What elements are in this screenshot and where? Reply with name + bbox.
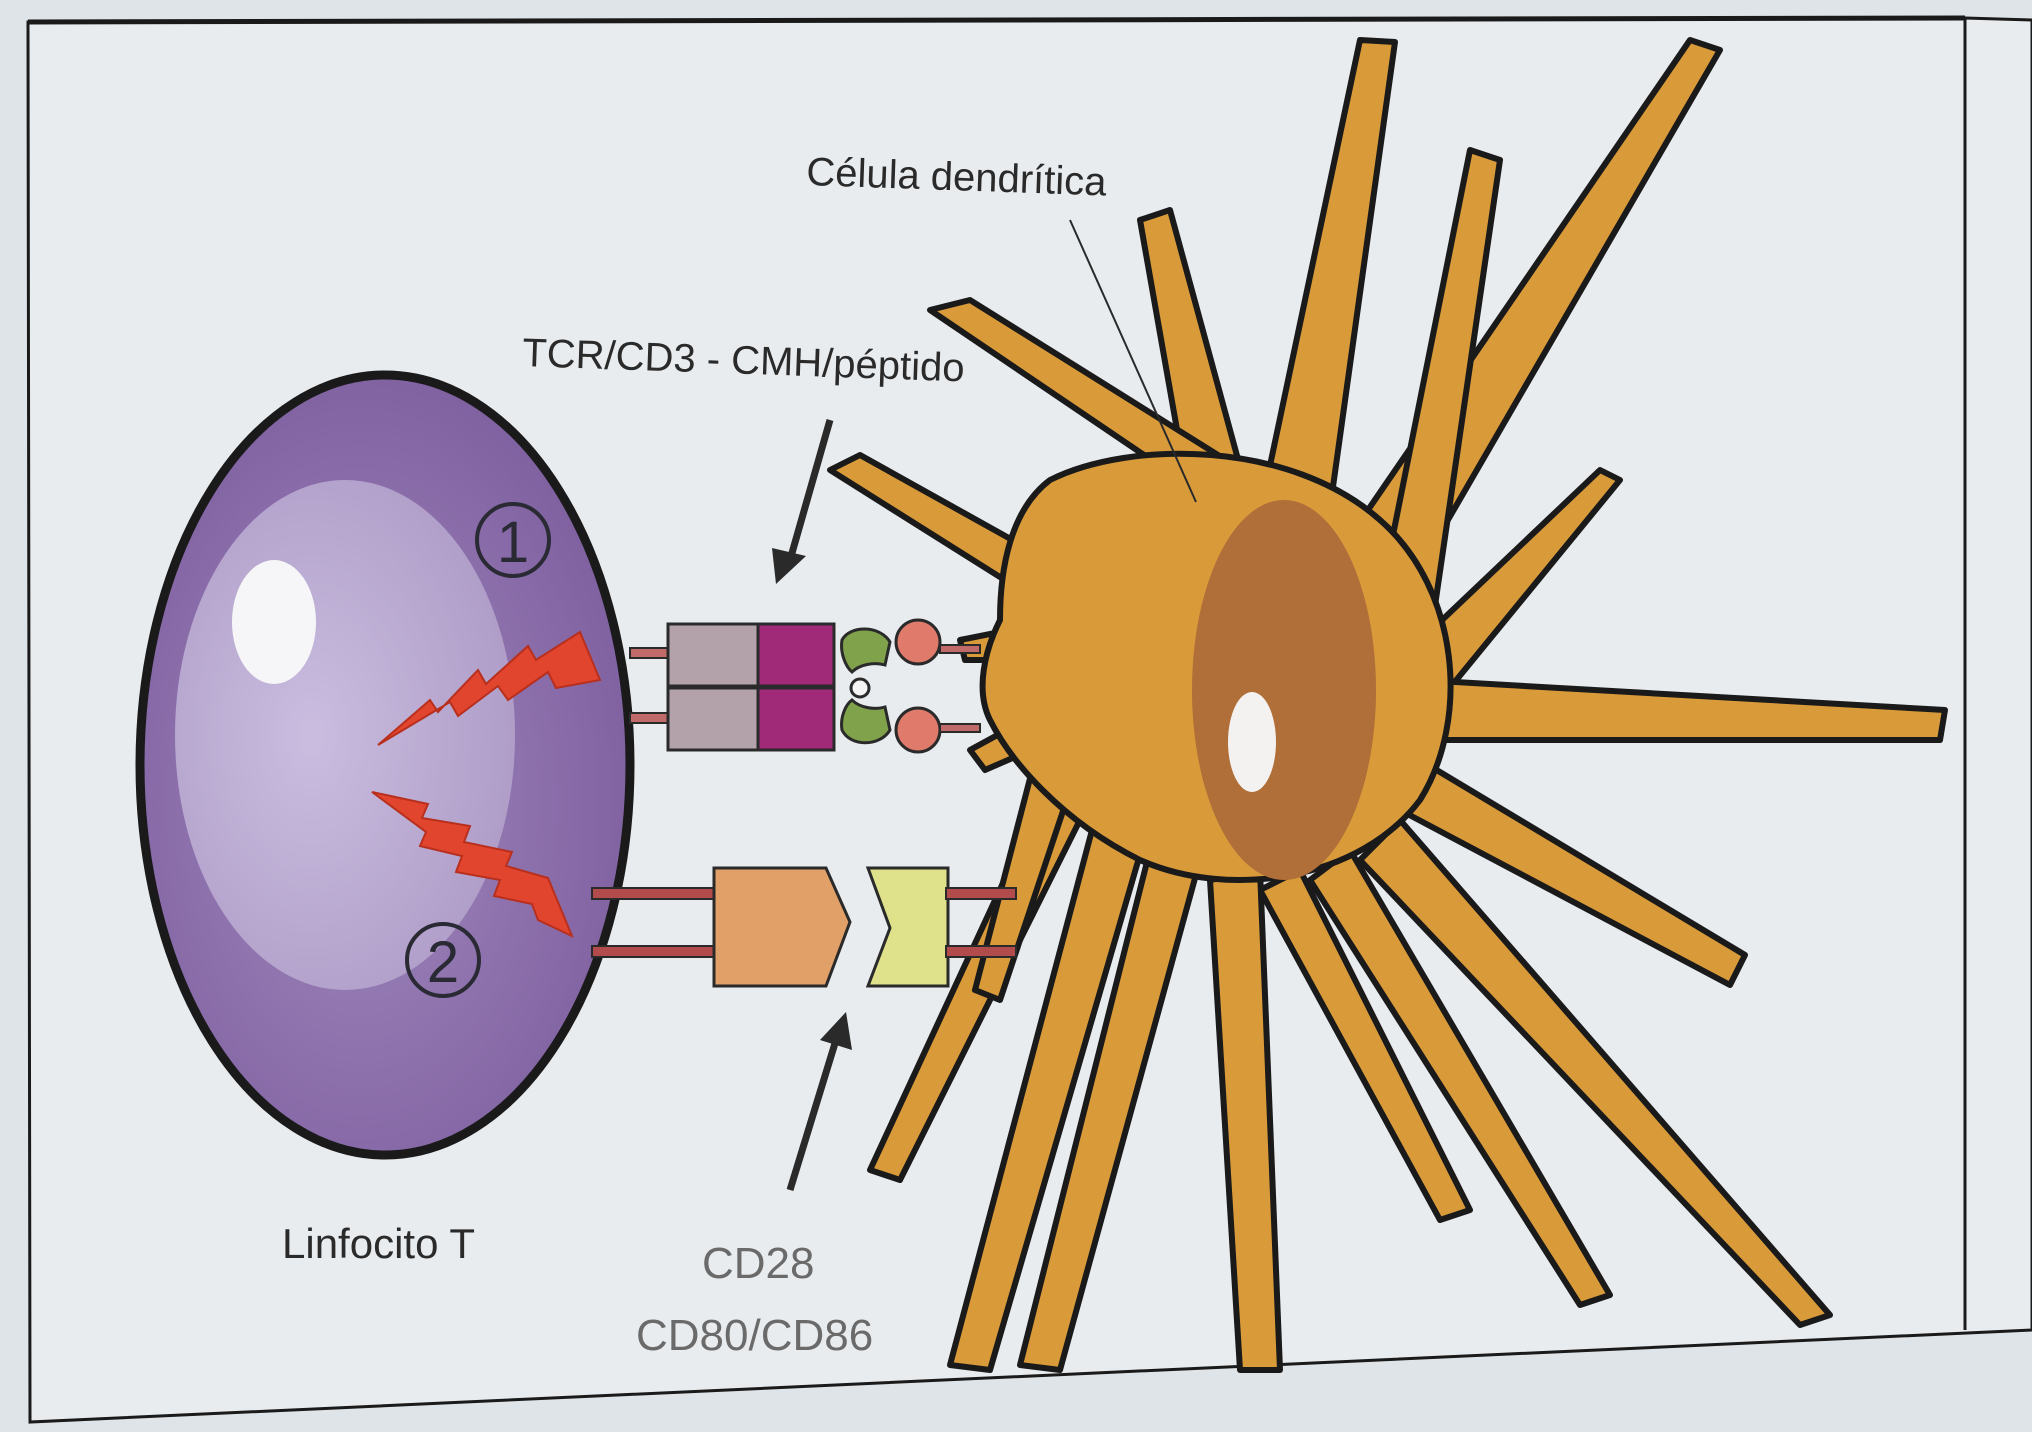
t-lymphocyte (140, 375, 630, 1155)
dendritic-nucleus (1192, 500, 1376, 880)
mhc-molecule (842, 629, 890, 672)
mhc-domain (896, 708, 940, 752)
mhc-molecule (842, 700, 890, 743)
cd28-receptor (714, 868, 850, 986)
lymphocyte-nucleolus (232, 560, 316, 684)
cd3-chain (758, 688, 834, 750)
tcr-chain (668, 688, 758, 750)
dendritic-nucleolus (1228, 692, 1276, 792)
cd80-cd86-label: CD80/CD86 (636, 1311, 873, 1360)
signal-1-label: 1 (497, 510, 529, 575)
cd28-label: CD28 (702, 1239, 815, 1288)
t-lymphocyte-label: Linfocito T (282, 1220, 475, 1267)
lymphocyte-cytoplasm-inner (175, 480, 515, 990)
mhc-domain (896, 620, 940, 664)
tcr-chain (668, 624, 758, 686)
peptide (851, 679, 869, 697)
signal-2-label: 2 (427, 930, 459, 995)
cd3-chain (758, 624, 834, 686)
